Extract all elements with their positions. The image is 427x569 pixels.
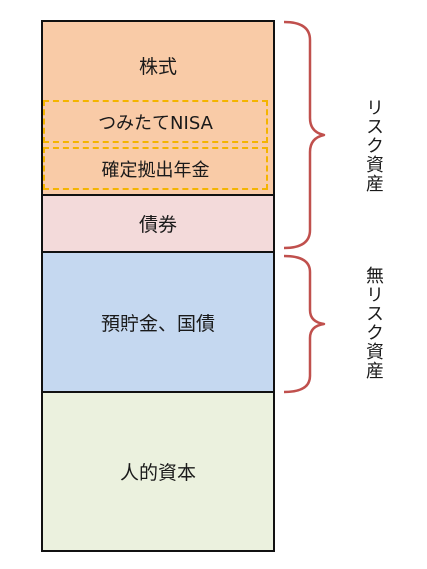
human-capital-label: 人的資本 [119,462,196,484]
bonds-block: 債券 [41,194,275,253]
nisa-label: つみたてNISA [98,112,213,134]
risk-assets-label: リスク資産 [363,98,384,193]
bonds-label: 債券 [138,214,177,236]
defined-contribution-box: 確定拠出年金 [43,147,268,190]
risk-free-assets-label: 無リスク資産 [363,266,384,380]
stocks-label: 株式 [138,56,177,78]
risk-assets-brace [283,20,326,250]
risk-free-assets-brace [283,254,326,394]
deposits-block: 預貯金、国債 [41,253,275,393]
nisa-box: つみたてNISA [43,100,268,143]
defined-contribution-label: 確定拠出年金 [101,159,210,181]
human-capital-block: 人的資本 [41,393,275,552]
deposits-label: 預貯金、国債 [100,312,215,335]
